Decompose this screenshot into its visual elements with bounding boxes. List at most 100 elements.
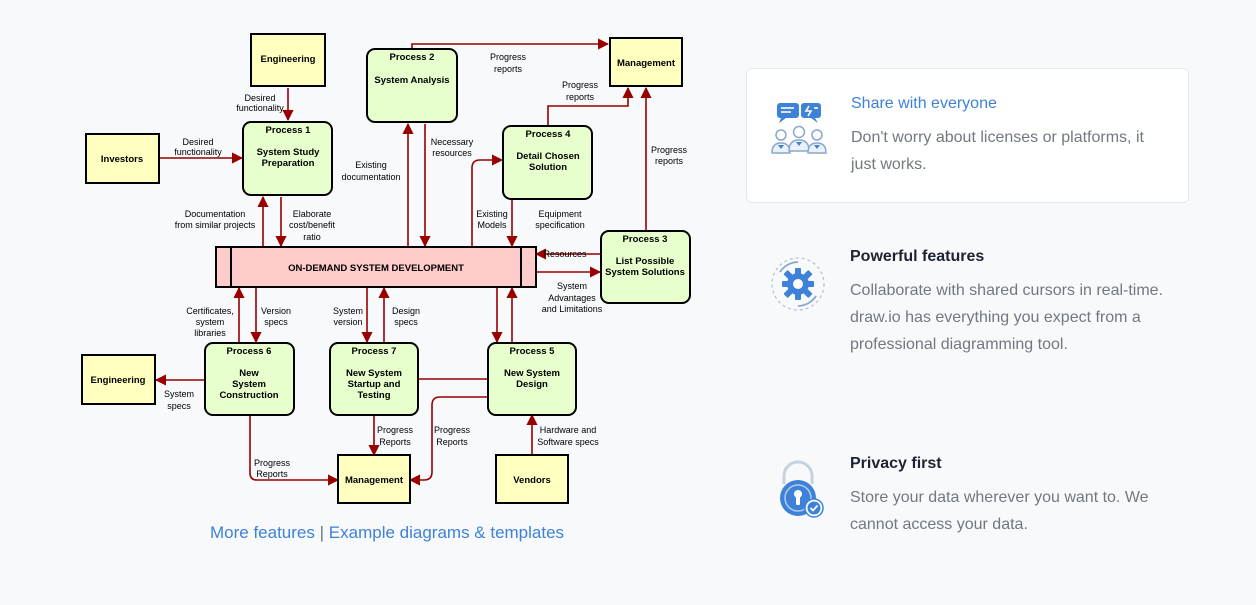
gear-features-icon xyxy=(771,257,825,311)
svg-text:Progress: Progress xyxy=(490,52,527,62)
process-1[interactable]: Process 1 System Study Preparation xyxy=(242,121,333,196)
svg-text:Process 1: Process 1 xyxy=(266,125,312,136)
label-resources: Resources xyxy=(543,249,587,259)
svg-text:Engineering: Engineering xyxy=(91,375,146,386)
svg-text:Advantages: Advantages xyxy=(548,293,596,303)
process-6[interactable]: Process 6 New System Construction xyxy=(204,342,295,416)
svg-text:Solution: Solution xyxy=(529,162,567,173)
svg-text:Equipment: Equipment xyxy=(538,209,582,219)
feature-card-powerful[interactable]: Powerful features Collaborate with share… xyxy=(746,230,1189,390)
svg-text:Hardware and: Hardware and xyxy=(540,425,597,435)
svg-text:libraries: libraries xyxy=(194,328,226,338)
svg-text:system: system xyxy=(196,317,225,327)
label-progress-p4: Progress reports xyxy=(562,80,599,102)
svg-text:Preparation: Preparation xyxy=(262,158,315,169)
svg-text:Resources: Resources xyxy=(543,249,587,259)
feature-title: Privacy first xyxy=(850,455,942,472)
svg-text:Reports: Reports xyxy=(379,437,411,447)
svg-text:specs: specs xyxy=(394,317,418,327)
svg-text:specs: specs xyxy=(264,317,288,327)
process-3[interactable]: Process 3 List Possible System Solutions xyxy=(600,230,691,304)
svg-text:System: System xyxy=(232,379,266,390)
feature-card-privacy[interactable]: Privacy first Store your data wherever y… xyxy=(746,440,1189,550)
svg-text:System Analysis: System Analysis xyxy=(374,75,449,86)
svg-text:Detail Chosen: Detail Chosen xyxy=(516,151,580,162)
svg-text:Vendors: Vendors xyxy=(513,475,551,486)
svg-text:New: New xyxy=(239,368,259,379)
svg-text:Progress: Progress xyxy=(562,80,599,90)
svg-text:Process 6: Process 6 xyxy=(227,346,272,357)
svg-text:System Solutions: System Solutions xyxy=(605,267,685,278)
entity-investors[interactable]: Investors xyxy=(85,133,160,184)
svg-text:resources: resources xyxy=(432,148,472,158)
svg-text:reports: reports xyxy=(494,64,523,74)
svg-text:Management: Management xyxy=(345,475,404,486)
entity-engineering-left[interactable]: Engineering xyxy=(81,354,156,405)
svg-text:Necessary: Necessary xyxy=(431,137,474,147)
svg-text:Design: Design xyxy=(516,379,548,390)
svg-text:New System: New System xyxy=(504,368,560,379)
svg-text:Existing: Existing xyxy=(355,160,387,170)
feature-title: Powerful features xyxy=(850,248,985,265)
svg-text:Reports: Reports xyxy=(256,469,288,479)
svg-text:functionality: functionality xyxy=(236,103,284,113)
svg-text:Progress: Progress xyxy=(377,425,414,435)
central-data-store[interactable]: ON-DEMAND SYSTEM DEVELOPMENT xyxy=(215,246,537,288)
svg-text:Process 7: Process 7 xyxy=(352,346,397,357)
svg-text:Testing: Testing xyxy=(357,390,390,401)
process-4[interactable]: Process 4 Detail Chosen Solution xyxy=(502,125,593,200)
link-separator: | xyxy=(319,523,325,542)
entity-vendors[interactable]: Vendors xyxy=(495,454,569,504)
dataflow-diagram: Engineering Investors Management Enginee… xyxy=(70,28,710,508)
feature-description: Don't worry about licenses or platforms,… xyxy=(851,129,1144,173)
svg-text:Models: Models xyxy=(477,220,507,230)
edge-p5-to-management xyxy=(408,396,488,486)
svg-text:Elaborate: Elaborate xyxy=(293,209,332,219)
svg-text:from similar projects: from similar projects xyxy=(175,220,256,230)
svg-text:Reports: Reports xyxy=(436,437,468,447)
entity-management-top[interactable]: Management xyxy=(609,37,683,87)
svg-text:Certificates,: Certificates, xyxy=(186,306,234,316)
svg-text:New System: New System xyxy=(346,368,402,379)
dataflow-diagram-svg: Engineering Investors Management Enginee… xyxy=(81,33,691,504)
entity-engineering-top[interactable]: Engineering xyxy=(250,33,326,87)
svg-text:functionality: functionality xyxy=(174,147,222,157)
example-diagrams-link[interactable]: Example diagrams & templates xyxy=(328,523,565,542)
svg-text:Existing: Existing xyxy=(476,209,508,219)
svg-text:specification: specification xyxy=(535,220,585,230)
svg-text:List Possible: List Possible xyxy=(616,256,675,267)
process-2[interactable]: Process 2 System Analysis xyxy=(366,48,458,123)
svg-text:version: version xyxy=(333,317,362,327)
svg-text:Desired: Desired xyxy=(182,137,213,147)
process-7[interactable]: Process 7 New System Startup and Testing xyxy=(329,342,419,416)
svg-text:Process 2: Process 2 xyxy=(390,52,435,63)
svg-text:ratio: ratio xyxy=(303,232,321,242)
feature-title: Share with everyone xyxy=(851,95,997,112)
svg-text:Progress: Progress xyxy=(651,145,688,155)
label-progress-p2: Progress reports xyxy=(490,52,527,74)
feature-card-share[interactable]: Share with everyone Don't worry about li… xyxy=(746,68,1189,203)
svg-text:reports: reports xyxy=(566,92,595,102)
edge-central-to-p4 xyxy=(471,154,504,246)
more-features-link[interactable]: More features xyxy=(210,523,315,542)
entity-management-bottom[interactable]: Management xyxy=(337,454,411,504)
svg-text:Software specs: Software specs xyxy=(537,437,599,447)
process-5[interactable]: Process 5 New System Design xyxy=(487,342,577,416)
svg-text:Process 5: Process 5 xyxy=(510,346,556,357)
feature-description: Collaborate with shared cursors in real-… xyxy=(850,282,1164,353)
svg-text:Startup and: Startup and xyxy=(348,379,401,390)
diagram-links: More features | Example diagrams & templ… xyxy=(210,523,564,543)
svg-text:System Study: System Study xyxy=(257,147,321,158)
